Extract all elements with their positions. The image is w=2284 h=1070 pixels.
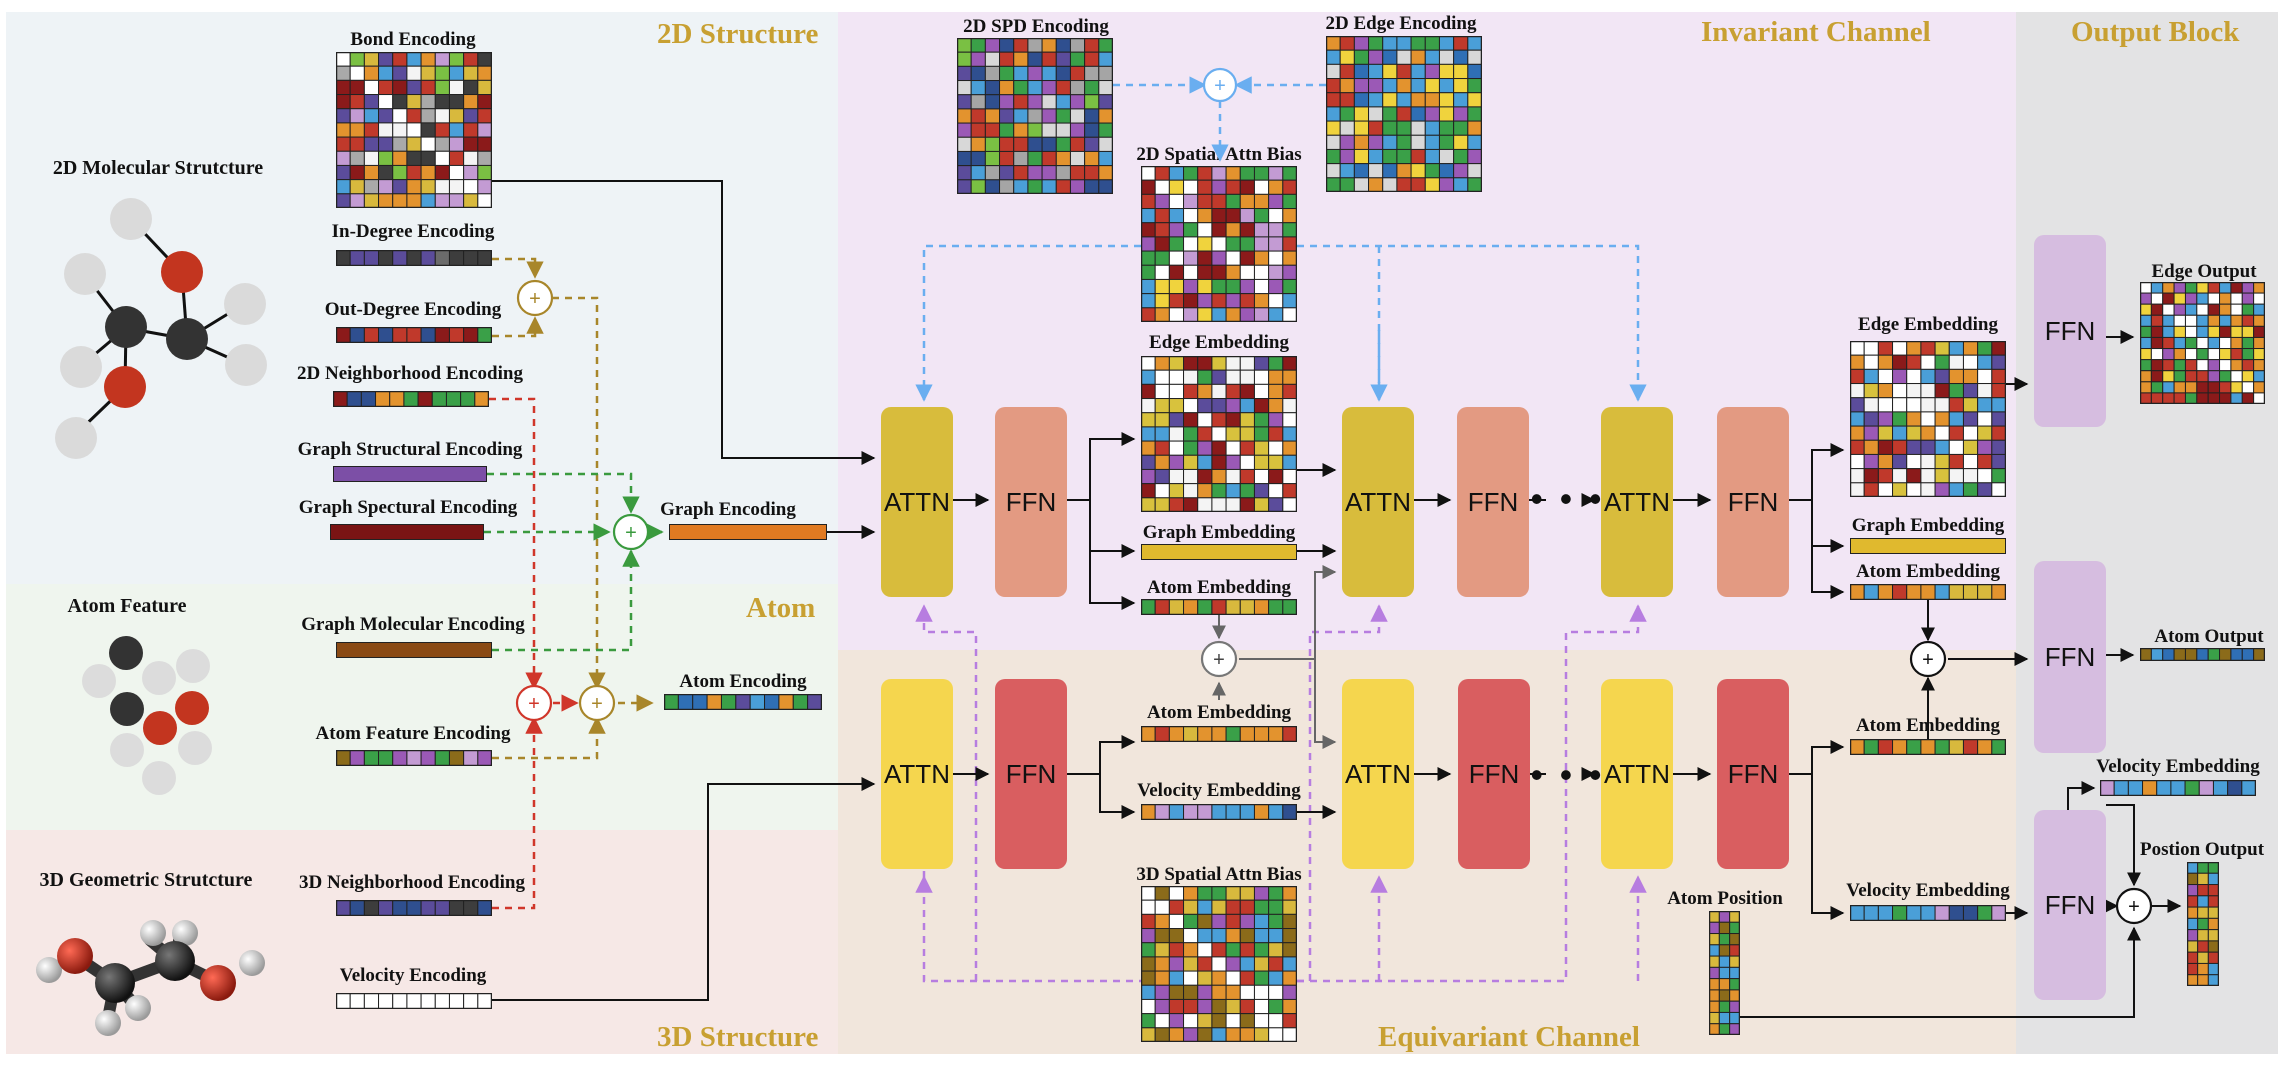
ffn-block-equivariant-1: FFN: [995, 679, 1067, 869]
in-degree-encoding-label: In-Degree Encoding: [331, 221, 495, 242]
ffn-atom-output: FFN: [2034, 561, 2106, 753]
ffn-block-invariant-2: FFN: [1457, 407, 1529, 597]
graph-encoding-bar: [669, 524, 827, 540]
atom-encoding-strip: [664, 694, 822, 710]
edge-output-grid: [2140, 282, 2265, 404]
graph-spectural-encoding-bar: [330, 524, 484, 540]
mol2d-title: 2D Molecular Strutcture: [52, 157, 264, 179]
atom-position-strip: [1709, 911, 1740, 1035]
bond-encoding-grid: [336, 52, 492, 208]
spd-2d-encoding-grid: [957, 38, 1113, 194]
edge-2d-encoding-label: 2D Edge Encoding: [1325, 13, 1477, 34]
region-invariant-channel: Invariant Channel: [1701, 16, 1931, 48]
atom-encoding-label: Atom Encoding: [679, 671, 807, 692]
neighborhood-2d-encoding-label: 2D Neighborhood Encoding: [297, 363, 523, 384]
velocity-embedding-right-label: Velocity Embedding: [1846, 880, 2010, 901]
graph-structural-encoding-label: Graph Structural Encoding: [297, 439, 523, 460]
spatial-bias-3d-label: 3D Spatial Attn Bias: [1136, 864, 1302, 885]
bond-encoding-label: Bond Encoding: [350, 29, 476, 50]
ffn-position-output: FFN: [2034, 810, 2106, 1000]
velocity-embedding-right-strip: [1850, 905, 2006, 921]
edge-embedding-grid: [1141, 356, 1297, 512]
region-output-block: Output Block: [2071, 16, 2240, 48]
edge-2d-encoding-grid: [1326, 36, 1482, 192]
velocity-embedding-out-strip: [2100, 780, 2256, 796]
graph-molecular-encoding-bar: [336, 642, 492, 658]
edge-embedding-right-label: Edge Embedding: [1858, 314, 1998, 335]
graph-spectural-encoding-label: Graph Spectural Encoding: [298, 497, 518, 518]
atom-embedding-bottom-label: Atom Embedding: [1146, 702, 1292, 723]
ffn-block-equivariant-n: FFN: [1717, 679, 1789, 869]
velocity-encoding-strip: [336, 993, 492, 1009]
graph-encoding-label: Graph Encoding: [660, 499, 796, 520]
atom-embedding-top-strip: [1141, 599, 1297, 615]
ffn-block-equivariant-2: FFN: [1458, 679, 1530, 869]
velocity-embedding-out-label: Velocity Embedding: [2096, 756, 2260, 777]
out-degree-encoding-label: Out-Degree Encoding: [324, 299, 502, 320]
atom-feature-encoding-strip: [336, 750, 492, 766]
geo3d-title: 3D Geometric Strutcture: [39, 869, 253, 891]
neighborhood-3d-encoding-strip: [336, 900, 492, 916]
region-2d-structure: 2D Structure: [657, 18, 819, 50]
molecule-3d-illustration: [36, 920, 265, 1036]
velocity-embedding-strip: [1141, 804, 1297, 820]
ellipsis-invariant: • • •: [1530, 480, 1606, 519]
spd-2d-encoding-label: 2D SPD Encoding: [963, 16, 1109, 37]
neighborhood-2d-encoding-strip: [333, 391, 489, 407]
in-degree-encoding-strip: [336, 250, 492, 266]
ffn-block-invariant-1: FFN: [995, 407, 1067, 597]
graph-embedding-right-label: Graph Embedding: [1851, 515, 2005, 536]
atom-output-strip: [2140, 648, 2265, 661]
edge-embedding-right-grid: [1850, 341, 2006, 497]
velocity-embedding-label: Velocity Embedding: [1137, 780, 1301, 801]
graph-embedding-right-bar: [1850, 538, 2006, 554]
region-atom: Atom: [746, 592, 816, 624]
attn-block-equivariant-n: ATTN: [1601, 679, 1673, 869]
atom-output-label: Atom Output: [2154, 626, 2264, 647]
ellipsis-equivariant: • • •: [1530, 756, 1606, 795]
atom-feature-title: Atom Feature: [67, 595, 187, 617]
atom-embedding-right-top-strip: [1850, 584, 2006, 600]
edge-output-label: Edge Output: [2151, 261, 2257, 282]
atom-position-label: Atom Position: [1667, 888, 1783, 909]
atom-embedding-right-bottom-strip: [1850, 739, 2006, 755]
graph-structural-encoding-bar: [333, 466, 487, 482]
region-3d-structure: 3D Structure: [657, 1021, 819, 1053]
out-degree-encoding-strip: [336, 327, 492, 343]
spatial-bias-3d-grid: [1141, 886, 1297, 1042]
ffn-edge-output: FFN: [2034, 235, 2106, 427]
position-output-label: Postion Output: [2139, 839, 2265, 860]
molecule-2d-illustration: [55, 198, 267, 459]
spatial-bias-2d-grid: [1141, 166, 1297, 322]
position-output-strip: [2187, 862, 2219, 986]
neighborhood-3d-encoding-label: 3D Neighborhood Encoding: [299, 872, 525, 893]
atom-feature-illustration: [82, 636, 212, 795]
velocity-encoding-label: Velocity Encoding: [339, 965, 487, 986]
attn-block-equivariant-1: ATTN: [881, 679, 953, 869]
atom-embedding-right-top-label: Atom Embedding: [1855, 561, 2001, 582]
graph-molecular-encoding-label: Graph Molecular Encoding: [301, 614, 525, 635]
atom-embedding-top-label: Atom Embedding: [1146, 577, 1292, 598]
attn-block-equivariant-2: ATTN: [1342, 679, 1414, 869]
attn-block-invariant-1: ATTN: [881, 407, 953, 597]
graph-embedding-bar: [1141, 544, 1297, 560]
region-equivariant-channel: Equivariant Channel: [1378, 1021, 1640, 1053]
atom-feature-encoding-label: Atom Feature Encoding: [315, 723, 511, 744]
edge-embedding-label: Edge Embedding: [1149, 332, 1289, 353]
ffn-block-invariant-n: FFN: [1717, 407, 1789, 597]
atom-embedding-bottom-strip: [1141, 726, 1297, 742]
graph-embedding-label: Graph Embedding: [1142, 522, 1296, 543]
attn-block-invariant-2: ATTN: [1342, 407, 1414, 597]
attn-block-invariant-n: ATTN: [1601, 407, 1673, 597]
